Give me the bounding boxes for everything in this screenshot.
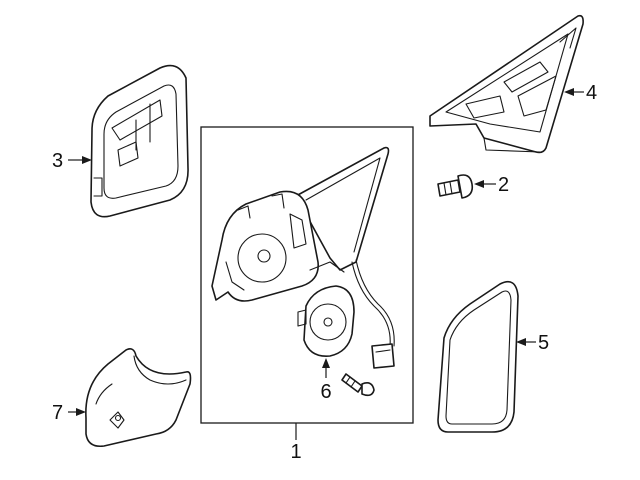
part-4-mirror-base — [429, 14, 584, 154]
part-6-adjust-motor — [297, 285, 355, 357]
part-3-housing-frame — [90, 64, 189, 218]
part-5-mirror-glass — [437, 280, 519, 433]
part-2-bolt — [437, 174, 474, 199]
part-1-mirror-assembly — [211, 146, 395, 369]
callout-2-label: 2 — [498, 174, 509, 196]
part-7-lower-cover — [85, 348, 192, 448]
callout-4-label: 4 — [586, 82, 597, 104]
arrow-4 — [564, 88, 574, 96]
callout-6-label: 6 — [320, 381, 331, 403]
arrow-6 — [322, 358, 330, 368]
arrow-5 — [516, 338, 526, 346]
assembly-box — [200, 126, 414, 424]
callout-3-label: 3 — [52, 150, 63, 172]
arrow-7 — [76, 408, 86, 416]
assembly-screw — [341, 373, 375, 397]
arrow-2 — [474, 180, 484, 188]
callout-5-label: 5 — [538, 332, 549, 354]
arrow-3 — [82, 156, 92, 164]
callout-1-label: 1 — [290, 441, 301, 463]
callout-7-label: 7 — [52, 402, 63, 424]
